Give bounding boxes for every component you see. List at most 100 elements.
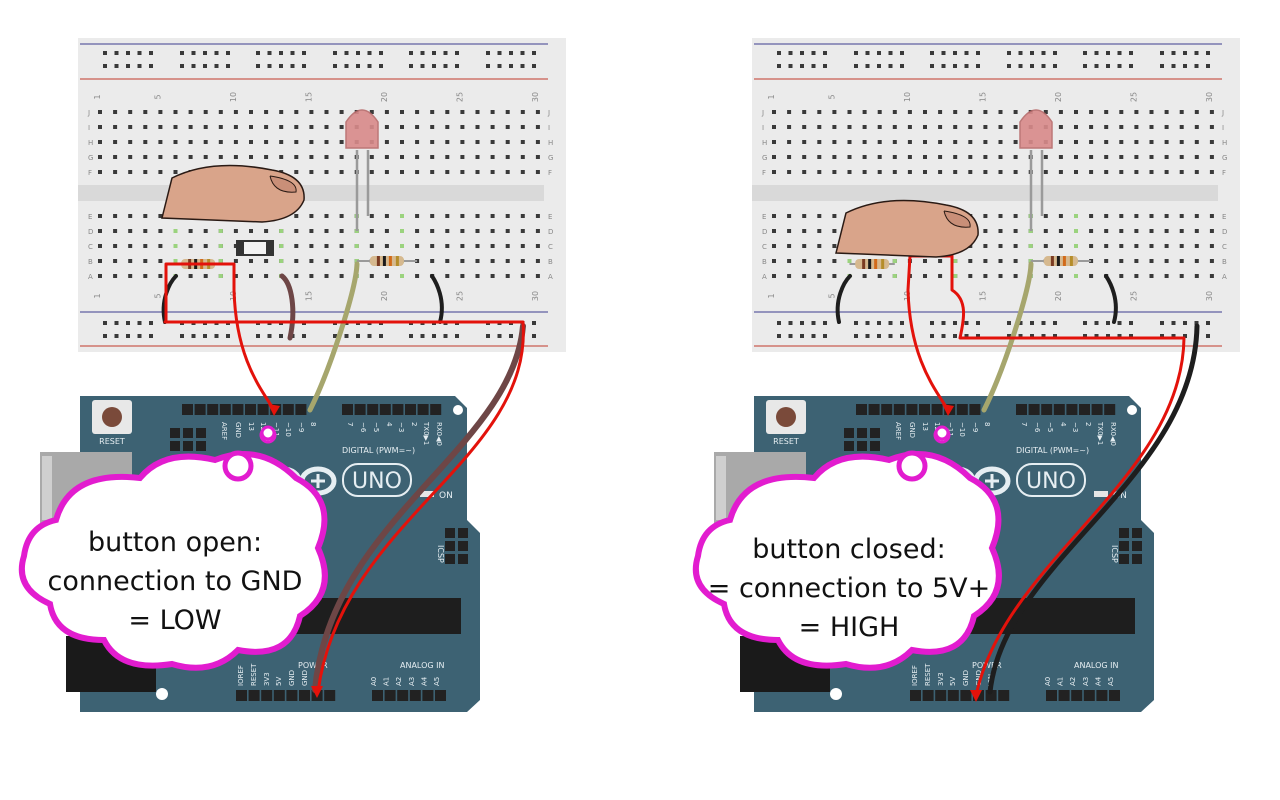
rail-hole	[1094, 321, 1099, 325]
hole	[938, 155, 943, 159]
connected-hole	[847, 259, 852, 263]
analog-pin-label: A2	[395, 677, 403, 686]
hole	[294, 229, 299, 233]
column-number: 30	[531, 291, 540, 301]
hole	[505, 110, 510, 114]
hole	[1209, 274, 1214, 278]
hole	[1089, 229, 1094, 233]
hole	[832, 125, 837, 129]
hole	[1164, 125, 1169, 129]
hole	[324, 140, 329, 144]
digital-header-pin	[354, 404, 366, 415]
hole	[938, 140, 943, 144]
icsp-pin	[458, 528, 468, 538]
hole	[983, 259, 988, 263]
rail-hole	[1083, 334, 1087, 338]
hole	[535, 140, 540, 144]
hole	[188, 244, 193, 248]
rail-hole	[126, 321, 130, 325]
hole	[520, 110, 525, 114]
hole	[535, 155, 540, 159]
digital-header-pin	[194, 404, 206, 415]
column-number: 1	[767, 94, 776, 99]
rail-hole	[256, 51, 260, 55]
rail-hole	[1018, 321, 1023, 325]
hole	[490, 214, 495, 218]
rail-hole	[1194, 64, 1199, 68]
hole	[143, 229, 148, 233]
hole	[415, 170, 420, 174]
hole	[938, 110, 943, 114]
rail-hole	[409, 51, 413, 55]
hole	[475, 140, 480, 144]
row-letter: H	[762, 139, 767, 147]
row-letter: A	[548, 273, 553, 281]
column-number: 20	[380, 92, 389, 102]
hole	[384, 229, 389, 233]
hole	[1179, 244, 1184, 248]
rail-hole	[432, 334, 436, 338]
digital-header-pin	[367, 404, 379, 415]
rail-hole	[941, 64, 946, 68]
hole	[475, 110, 480, 114]
hole	[817, 229, 822, 233]
icsp-label: ICSP	[1110, 545, 1119, 563]
rail-hole	[532, 64, 536, 68]
hole	[1058, 274, 1063, 278]
rail-hole	[964, 51, 969, 55]
hole	[339, 170, 344, 174]
rail-hole	[777, 321, 781, 325]
column-number: 10	[229, 92, 238, 102]
hole	[832, 214, 837, 218]
hole	[173, 125, 178, 129]
rail-hole	[1041, 334, 1046, 338]
hole	[143, 110, 148, 114]
rail-hole	[976, 51, 980, 55]
rail-hole	[137, 321, 142, 325]
hole	[953, 140, 958, 144]
digital-header-pin	[1053, 404, 1065, 415]
connected-hole	[279, 229, 284, 233]
hole	[938, 125, 943, 129]
rail-hole	[1018, 51, 1023, 55]
hole	[339, 259, 344, 263]
connected-hole	[173, 259, 178, 263]
hole	[968, 155, 973, 159]
row-letter: I	[1222, 124, 1224, 132]
hole	[907, 170, 912, 174]
column-number: 5	[827, 293, 836, 298]
hole	[505, 259, 510, 263]
hole	[430, 259, 435, 263]
power-pin-label: 5V	[949, 677, 957, 686]
wire-olive	[307, 261, 360, 413]
column-number: 15	[304, 92, 313, 102]
hole	[384, 140, 389, 144]
hole	[203, 140, 208, 144]
caption-line-1: button open:	[87, 527, 263, 558]
thought-bubble-dot	[222, 450, 254, 482]
hole	[1013, 170, 1018, 174]
resistor-band	[382, 256, 386, 266]
rail-hole	[1041, 321, 1046, 325]
hole	[324, 170, 329, 174]
hole	[1149, 170, 1154, 174]
column-number: 15	[304, 291, 313, 301]
hole	[923, 155, 927, 159]
hole	[1013, 155, 1018, 159]
analog-pin-label: A3	[408, 677, 416, 686]
hole	[847, 170, 852, 174]
hole	[430, 110, 435, 114]
power-pin-label: RESET	[250, 663, 258, 686]
column-number: 30	[531, 92, 540, 102]
hole	[535, 274, 540, 278]
hole	[369, 170, 374, 174]
rail-hole	[788, 64, 793, 68]
hole	[535, 214, 540, 218]
analog-header-pin	[1071, 690, 1083, 701]
resistor-band	[376, 256, 380, 266]
hole	[847, 140, 852, 144]
hole	[128, 110, 133, 114]
digital-header-pin	[245, 404, 256, 415]
power-pin-label: GND	[288, 670, 296, 686]
